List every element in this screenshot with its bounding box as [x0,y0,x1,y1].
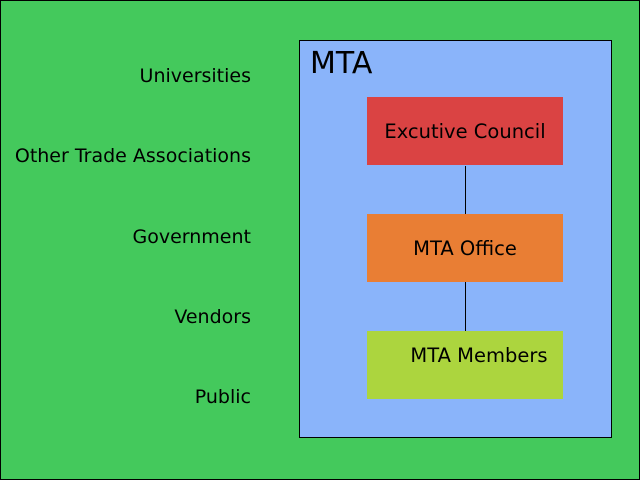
connector-council-office [465,166,466,214]
mta-office-label: MTA Office [413,236,517,260]
stakeholder-public: Public [194,386,251,408]
stakeholder-universities: Universities [139,65,251,87]
mta-members-label: MTA Members [410,344,548,367]
executive-council-label: Excutive Council [384,119,546,143]
stakeholder-other-trade-associations: Other Trade Associations [14,145,251,167]
stakeholder-government: Government [132,226,252,248]
mta-title: MTA [310,46,373,81]
mta-organization-box: MTA Excutive Council MTA Office MTA Memb… [299,40,612,438]
mta-office-box: MTA Office [367,214,563,282]
executive-council-box: Excutive Council [367,97,563,165]
mta-members-box: MTA Members [367,331,563,399]
connector-office-members [465,282,466,331]
stakeholder-vendors: Vendors [174,306,251,328]
